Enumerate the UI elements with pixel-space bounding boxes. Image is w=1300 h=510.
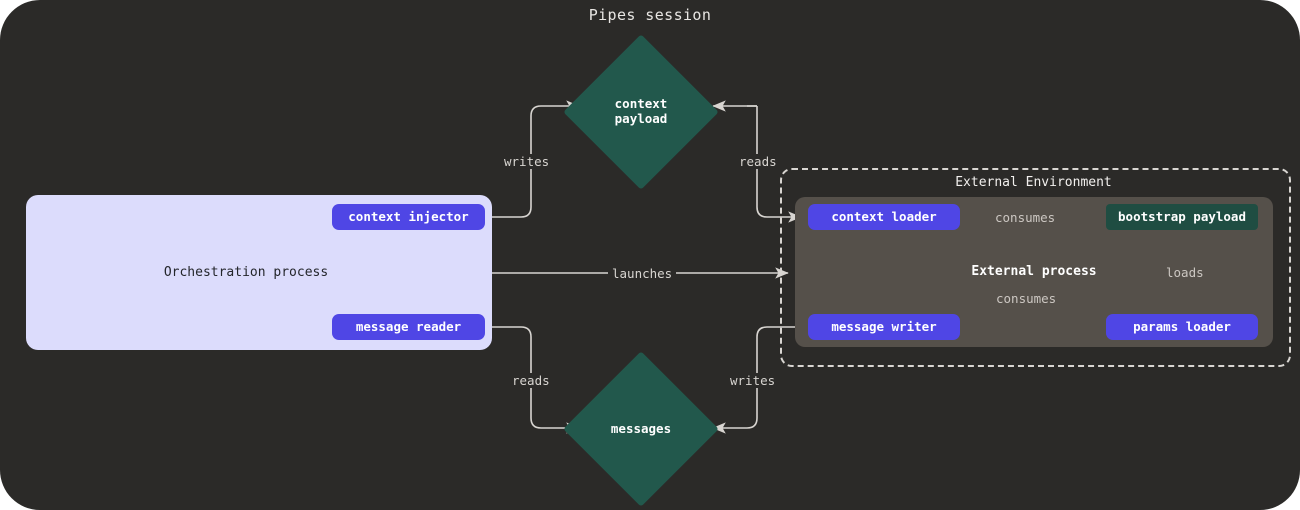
node-context-loader[interactable]: context loader (808, 204, 960, 230)
external-environment-label: External Environment (955, 175, 1112, 190)
store-context-payload-line1: context (614, 96, 668, 111)
edge-label-writes-messages: writes (726, 373, 780, 388)
node-context-injector[interactable]: context injector (332, 204, 485, 230)
store-context-payload-label: context payload (551, 96, 731, 126)
diagram-title: Pipes session (588, 6, 712, 24)
edge-label-reads-messages: reads (508, 373, 554, 388)
edge-label-reads-context: reads (735, 154, 781, 169)
node-message-reader[interactable]: message reader (332, 314, 485, 340)
store-messages-label: messages (610, 421, 672, 436)
store-context-payload-line2: payload (614, 111, 668, 126)
edge-label-launches: launches (608, 266, 677, 281)
edge-label-writes-context: writes (500, 154, 554, 169)
orchestration-process-label: Orchestration process (163, 265, 329, 280)
edge-label-consumes-context: consumes (991, 210, 1060, 225)
node-bootstrap-payload[interactable]: bootstrap payload (1106, 204, 1258, 230)
node-message-writer[interactable]: message writer (808, 314, 960, 340)
external-process-label: External process (971, 264, 1097, 279)
node-params-loader[interactable]: params loader (1106, 314, 1258, 340)
edge-label-consumes-writer: consumes (992, 291, 1061, 306)
external-environment-container (780, 168, 1291, 367)
edge-label-loads-params: loads (1162, 265, 1208, 280)
